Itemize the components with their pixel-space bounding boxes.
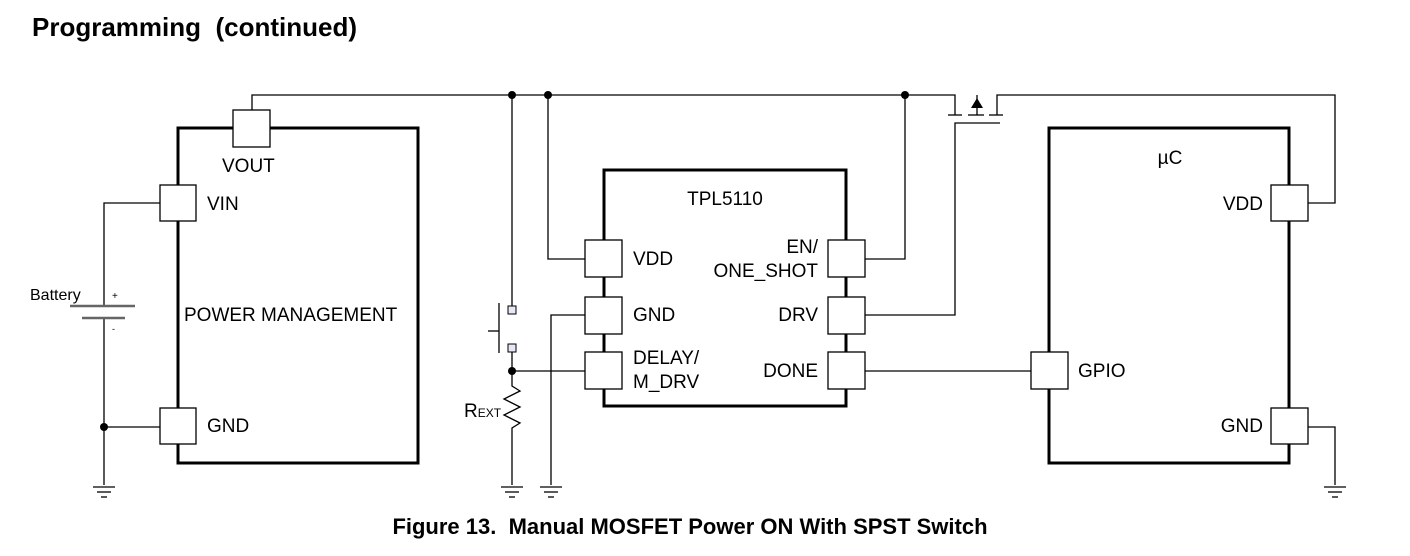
svg-text:GND: GND [633, 305, 675, 326]
ground-symbol [92, 486, 116, 498]
battery-symbol: Battery + - [30, 287, 135, 334]
svg-text:VOUT: VOUT [222, 156, 275, 177]
svg-text:DELAY/: DELAY/ [633, 348, 700, 369]
wires [103, 94, 1336, 485]
resistor-label: REXT [464, 401, 502, 422]
svg-text:VIN: VIN [207, 194, 239, 215]
ground-symbol [500, 486, 524, 498]
svg-text:GND: GND [1221, 416, 1263, 437]
section-title: Programming (continued) [32, 12, 357, 42]
svg-text:VDD: VDD [633, 249, 673, 270]
figure-caption: Figure 13. Manual MOSFET Power ON With S… [392, 514, 988, 539]
battery-label: Battery [30, 287, 81, 304]
ground-symbol [1323, 486, 1347, 498]
svg-text:EN/: EN/ [786, 237, 818, 258]
svg-text:M_DRV: M_DRV [633, 372, 699, 393]
power-management-block: VOUT VIN POWER MANAGEMENT GND [159, 109, 420, 465]
svg-text:GPIO: GPIO [1078, 361, 1126, 382]
svg-text:TPL5110: TPL5110 [687, 189, 763, 210]
mosfet-symbol [948, 95, 1003, 116]
tpl5110-block: TPL5110 VDD GND DELAY/ M_DRV EN/ ONE_SHO… [584, 168, 866, 408]
microcontroller-block: µC VDD GPIO GND [1030, 126, 1309, 465]
svg-text:DRV: DRV [778, 305, 818, 326]
svg-text:POWER MANAGEMENT: POWER MANAGEMENT [184, 305, 398, 326]
svg-text:VDD: VDD [1223, 194, 1263, 215]
svg-text:µC: µC [1158, 148, 1183, 169]
ground-symbol [539, 486, 563, 498]
battery-plus: + [112, 291, 118, 302]
battery-minus: - [112, 324, 115, 334]
svg-text:DONE: DONE [763, 361, 818, 382]
spst-switch [488, 303, 517, 353]
junction-dots [100, 91, 909, 431]
svg-text:ONE_SHOT: ONE_SHOT [713, 261, 818, 282]
svg-text:GND: GND [207, 416, 249, 437]
